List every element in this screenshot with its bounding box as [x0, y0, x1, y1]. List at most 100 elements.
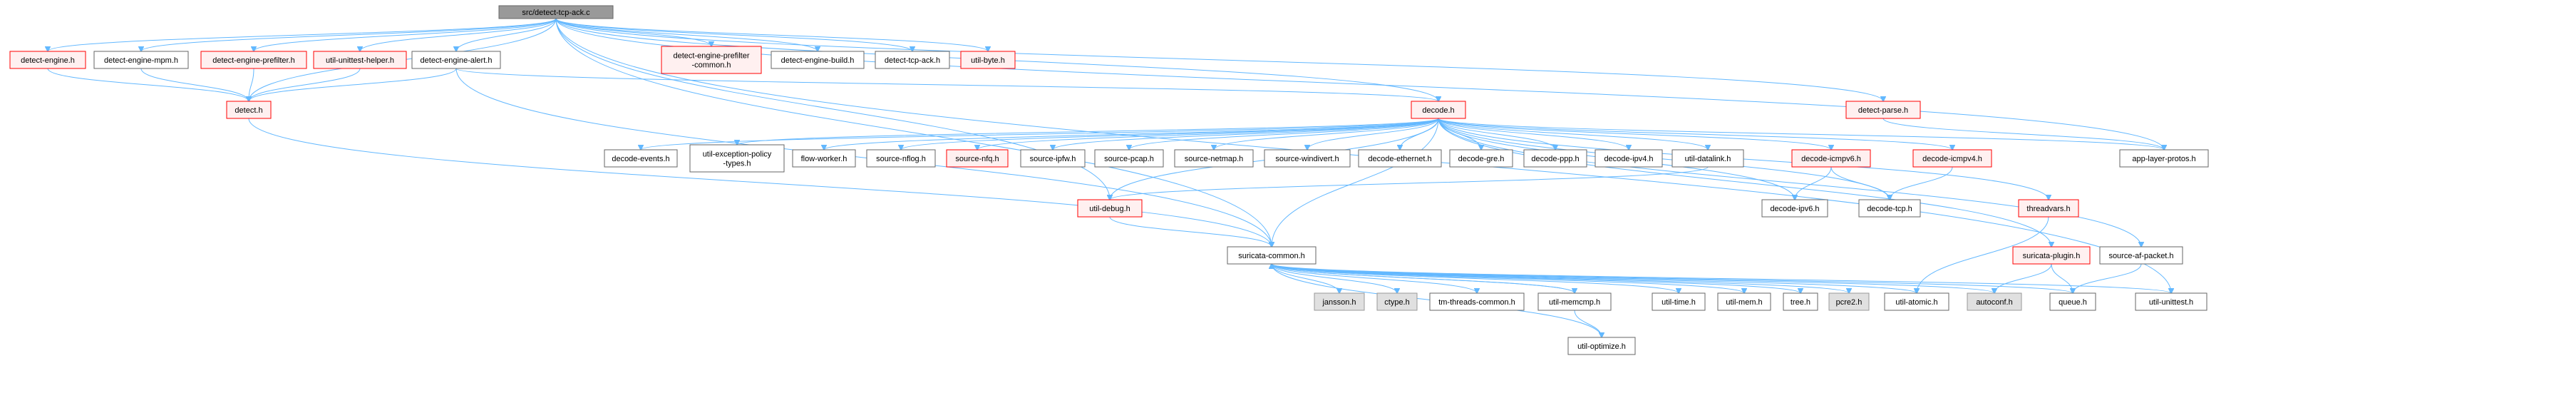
node-source-ipfw-h[interactable]: source-ipfw.h — [1020, 149, 1086, 168]
node-util-debug-h[interactable]: util-debug.h — [1077, 199, 1143, 218]
node-box — [1094, 149, 1164, 168]
edge-util-unittest-helper-h-to-detect-h — [249, 68, 361, 101]
node-queue-h[interactable]: queue.h — [2049, 292, 2096, 311]
node-source-nfq-h[interactable]: source-nfq.h — [946, 149, 1009, 168]
node-source-windivert-h[interactable]: source-windivert.h — [1264, 149, 1351, 168]
node-source-af-packet-h[interactable]: source-af-packet.h — [2099, 246, 2183, 265]
node-decode-ipv6-h[interactable]: decode-ipv6.h — [1761, 199, 1828, 218]
node-label: util-atomic.h — [1895, 298, 1937, 307]
node-label: source-nflog.h — [876, 155, 926, 163]
edge-suricata-common-h-to-util-atomic-h — [1271, 263, 1917, 293]
node-box — [1429, 292, 1525, 311]
node-threadvars-h[interactable]: threadvars.h — [2018, 199, 2079, 218]
node-label: detect-engine-build.h — [781, 56, 855, 65]
edge-decode-h-to-decode-events-h — [641, 118, 1439, 150]
edge-root-to-suricata-common-h — [555, 18, 1272, 247]
node-decode-gre-h[interactable]: decode-gre.h — [1449, 149, 1513, 168]
dependency-edges — [48, 18, 2171, 337]
node-pcre2-h[interactable]: pcre2.h — [1828, 292, 1870, 311]
node-source-netmap-h[interactable]: source-netmap.h — [1174, 149, 1254, 168]
edge-decode-h-to-suricata-common-h — [1272, 118, 1439, 247]
node-box — [1828, 292, 1870, 311]
edge-root-to-detect-engine-build-h — [555, 18, 818, 51]
node-autoconf-h[interactable]: autoconf.h — [1967, 292, 2022, 311]
edge-decode-h-to-source-pcap-h — [1129, 118, 1439, 150]
node-label: autoconf.h — [1976, 298, 2012, 307]
node-jansson-h[interactable]: jansson.h — [1314, 292, 1365, 311]
node-decode-icmpv4-h[interactable]: decode-icmpv4.h — [1912, 149, 1992, 168]
node-tree-h[interactable]: tree.h — [1783, 292, 1818, 311]
node-util-exception-policy-types-h[interactable]: util-exception-policy-types.h — [689, 144, 785, 173]
node-util-byte-h[interactable]: util-byte.h — [960, 51, 1016, 69]
node-detect-engine-h[interactable]: detect-engine.h — [9, 51, 86, 69]
node-detect-engine-mpm-h[interactable]: detect-engine-mpm.h — [93, 51, 189, 69]
node-suricata-common-h[interactable]: suricata-common.h — [1227, 246, 1317, 265]
node-decode-icmpv6-h[interactable]: decode-icmpv6.h — [1791, 149, 1871, 168]
node-box — [1652, 292, 1706, 311]
edge-decode-h-to-source-windivert-h — [1307, 118, 1439, 150]
node-label: decode-gre.h — [1458, 155, 1505, 163]
node-box — [1358, 149, 1442, 168]
edge-detect-engine-alert-h-to-decode-h — [455, 68, 1438, 101]
node-detect-tcp-ack-h[interactable]: detect-tcp-ack.h — [875, 51, 950, 69]
node-box — [2135, 292, 2207, 311]
node-util-time-h[interactable]: util-time.h — [1652, 292, 1706, 311]
dependency-nodes: src/detect-tcp-ack.c detect-engine.h detec… — [9, 5, 2209, 355]
edge-suricata-common-h-to-queue-h — [1271, 263, 2073, 293]
node-root[interactable]: src/detect-tcp-ack.c — [498, 5, 614, 19]
node-tm-threads-common-h[interactable]: tm-threads-common.h — [1429, 292, 1525, 311]
node-box — [1884, 292, 1949, 311]
node-decode-ethernet-h[interactable]: decode-ethernet.h — [1358, 149, 1442, 168]
node-label: source-nfq.h — [955, 155, 999, 163]
node-suricata-plugin-h[interactable]: suricata-plugin.h — [2012, 246, 2091, 265]
node-util-optimize-h[interactable]: util-optimize.h — [1567, 337, 1636, 355]
edge-util-memcmp-h-to-util-optimize-h — [1574, 310, 1602, 337]
node-label: util-memcmp.h — [1549, 298, 1600, 307]
edge-decode-h-to-decode-ipv4-h — [1438, 118, 1629, 150]
edge-detect-engine-alert-h-to-detect-h — [249, 68, 457, 101]
edge-root-to-util-unittest-helper-h — [360, 18, 557, 51]
node-source-nflog-h[interactable]: source-nflog.h — [866, 149, 936, 168]
node-decode-h[interactable]: decode.h — [1411, 101, 1466, 119]
node-util-mem-h[interactable]: util-mem.h — [1717, 292, 1771, 311]
node-decode-ipv4-h[interactable]: decode-ipv4.h — [1594, 149, 1663, 168]
node-decode-events-h[interactable]: decode-events.h — [604, 149, 678, 168]
edge-suricata-common-h-to-util-time-h — [1271, 263, 1679, 293]
node-decode-ppp-h[interactable]: decode-ppp.h — [1523, 149, 1587, 168]
node-label: detect-tcp-ack.h — [885, 56, 940, 65]
edge-decode-icmpv6-h-to-decode-tcp-h — [1830, 166, 1890, 200]
node-label: tree.h — [1791, 298, 1810, 307]
node-detect-engine-prefilter-common-h[interactable]: detect-engine-prefilter-common.h — [661, 46, 762, 74]
node-box — [1537, 292, 1612, 311]
node-util-atomic-h[interactable]: util-atomic.h — [1884, 292, 1949, 311]
node-detect-engine-prefilter-h[interactable]: detect-engine-prefilter.h — [200, 51, 307, 69]
node-flow-worker-h[interactable]: flow-worker.h — [792, 149, 856, 168]
edge-decode-h-to-flow-worker-h — [824, 118, 1439, 150]
node-detect-h[interactable]: detect.h — [226, 101, 272, 119]
node-detect-parse-h[interactable]: detect-parse.h — [1845, 101, 1921, 119]
node-label: decode-events.h — [612, 155, 669, 163]
node-app-layer-protos-h[interactable]: app-layer-protos.h — [2119, 149, 2209, 168]
node-detect-engine-alert-h[interactable]: detect-engine-alert.h — [411, 51, 501, 69]
node-util-unittest-h[interactable]: util-unittest.h — [2135, 292, 2207, 311]
edge-decode-icmpv6-h-to-decode-ipv6-h — [1795, 166, 1832, 200]
edge-root-to-util-byte-h — [555, 18, 988, 51]
node-source-pcap-h[interactable]: source-pcap.h — [1094, 149, 1164, 168]
edge-detect-engine-mpm-h-to-detect-h — [140, 68, 249, 101]
node-util-datalink-h[interactable]: util-datalink.h — [1671, 149, 1744, 168]
edge-decode-h-to-util-datalink-h — [1438, 118, 1708, 150]
node-box — [9, 51, 86, 69]
edge-root-to-detect-parse-h — [555, 18, 1883, 101]
node-decode-tcp-h[interactable]: decode-tcp.h — [1858, 199, 1921, 218]
node-box — [1912, 149, 1992, 168]
node-util-unittest-helper-h[interactable]: util-unittest-helper.h — [313, 51, 407, 69]
node-label: util-unittest.h — [2149, 298, 2193, 307]
node-ctype-h[interactable]: ctype.h — [1376, 292, 1418, 311]
node-label: util-byte.h — [971, 56, 1005, 65]
node-label: queue.h — [2059, 298, 2087, 307]
node-box — [792, 149, 856, 168]
node-box — [1594, 149, 1663, 168]
node-util-memcmp-h[interactable]: util-memcmp.h — [1537, 292, 1612, 311]
node-label: source-pcap.h — [1104, 155, 1154, 163]
node-detect-engine-build-h[interactable]: detect-engine-build.h — [771, 51, 865, 69]
